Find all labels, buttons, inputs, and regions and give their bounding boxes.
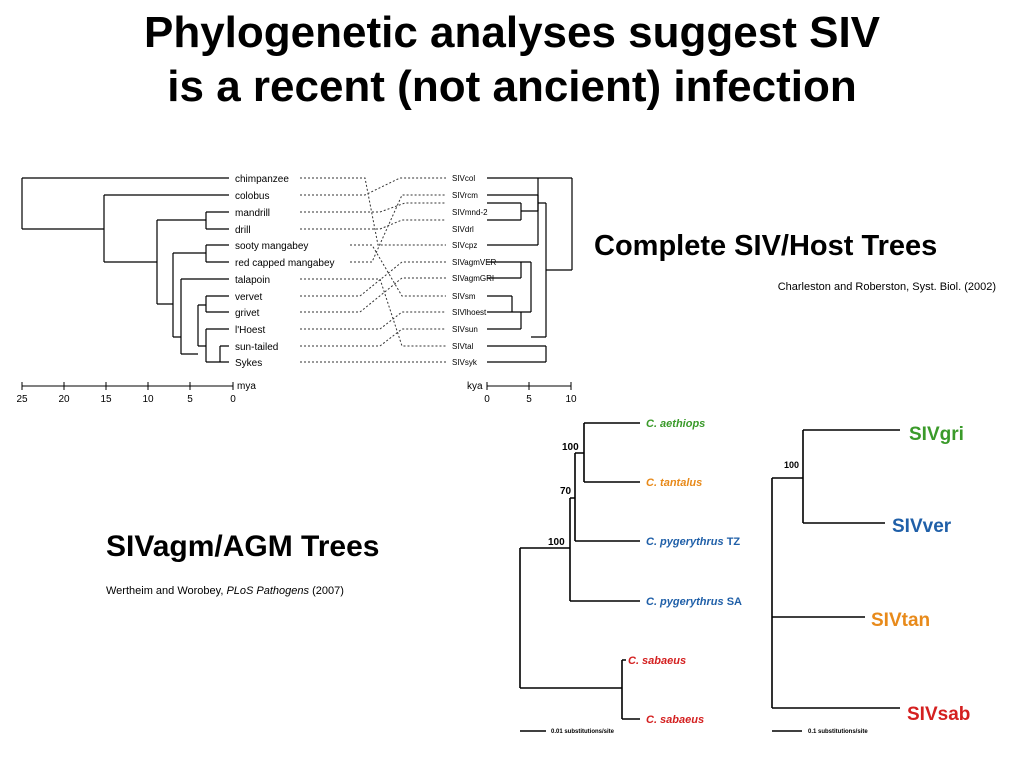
host-time-axis	[21, 382, 234, 390]
virus-label-4: SIVcpz	[452, 241, 477, 250]
agm-host-bootstrap-1: 70	[560, 486, 572, 497]
agm-host-3-suffix: SA	[724, 596, 742, 608]
agm-virus-1: SIVver	[892, 516, 952, 537]
host-label-8: grivet	[235, 308, 260, 319]
title-line-1: Phylogenetic analyses suggest SIV	[143, 8, 881, 57]
agm-host-3: C. pygerythrus SA	[646, 596, 742, 608]
virus-label-6: SIVagmGRI	[452, 274, 494, 283]
agm-host-4: C. sabaeus	[628, 655, 686, 667]
host-tree-citation: Charleston and Roberston, Syst. Biol. (2…	[777, 281, 996, 293]
virus-label-1: SIVrcm	[452, 191, 478, 200]
agm-host-0-genus: C. aethiops	[646, 418, 705, 430]
agm-host-1: C. tantalus	[646, 477, 702, 489]
host-label-2: mandrill	[235, 208, 270, 219]
host-tick-3: 10	[142, 394, 154, 405]
agm-host-1-genus: C. tantalus	[646, 477, 702, 489]
host-tick-5: 0	[230, 394, 236, 405]
virus-tree-branches	[487, 177, 573, 363]
host-label-4: sooty mangabey	[235, 241, 308, 252]
host-label-9: l'Hoest	[235, 325, 265, 336]
host-label-10: sun-tailed	[235, 342, 278, 353]
host-tick-1: 20	[58, 394, 70, 405]
title-line-2: is a recent (not ancient) infection	[167, 62, 857, 111]
agm-virus-0: SIVgri	[909, 424, 964, 445]
virus-time-axis	[486, 382, 572, 390]
agm-host-bootstrap-2: 100	[548, 537, 565, 548]
agm-virus-labels: SIVgri SIVver SIVtan SIVsab	[871, 424, 970, 725]
host-label-5: red capped mangabey	[235, 258, 335, 269]
host-tick-0: 25	[16, 394, 28, 405]
agm-virus-2: SIVtan	[871, 610, 930, 631]
virus-label-5: SIVagmVER	[452, 258, 497, 267]
host-tree-heading: Complete SIV/Host Trees	[594, 230, 938, 262]
agm-host-bootstrap-0: 100	[562, 442, 579, 453]
agm-host-2-suffix: TZ	[724, 536, 741, 548]
host-label-1: colobus	[235, 191, 269, 202]
virus-labels: SIVcol SIVrcm SIVmnd-2 SIVdrl SIVcpz SIV…	[452, 174, 497, 367]
host-axis-unit: mya	[237, 381, 256, 392]
virus-label-7: SIVsm	[452, 292, 476, 301]
agm-host-2-genus: C. pygerythrus	[646, 536, 724, 548]
agm-virus-bootstrap: 100	[784, 460, 799, 470]
virus-label-0: SIVcol	[452, 174, 475, 183]
host-label-7: vervet	[235, 292, 262, 303]
virus-label-2: SIVmnd-2	[452, 208, 488, 217]
host-label-3: drill	[235, 225, 251, 236]
virus-label-8: SIVlhoest	[452, 308, 487, 317]
agm-tree-heading: SIVagm/AGM Trees	[106, 530, 380, 563]
agm-host-tree-branches	[519, 422, 640, 720]
agm-virus-tree-branches	[771, 429, 900, 709]
agm-virus-3: SIVsab	[907, 704, 970, 725]
agm-citation-year: (2007)	[309, 585, 344, 597]
virus-label-3: SIVdrl	[452, 225, 474, 234]
agm-tree-citation: Wertheim and Worobey, PLoS Pathogens (20…	[106, 585, 344, 597]
agm-host-5: C. sabaeus	[646, 714, 704, 726]
agm-virus-scale-label: 0.1 substitutions/site	[808, 729, 868, 735]
host-tree-branches	[21, 177, 229, 363]
virus-tick-2: 10	[565, 394, 577, 405]
agm-host-4-genus: C. sabaeus	[628, 655, 686, 667]
slide-title: Phylogenetic analyses suggest SIV is a r…	[0, 6, 1024, 114]
host-labels: chimpanzee colobus mandrill drill sooty …	[235, 174, 335, 369]
virus-tick-1: 5	[526, 394, 532, 405]
agm-citation-journal: PLoS Pathogens	[226, 585, 310, 597]
host-label-0: chimpanzee	[235, 174, 289, 185]
virus-label-11: SIVsyk	[452, 358, 478, 367]
virus-axis-ticks: 0 5 10	[484, 394, 577, 405]
host-virus-links	[300, 177, 446, 363]
virus-label-10: SIVtal	[452, 342, 474, 351]
agm-host-labels: C. aethiops C. tantalus C. pygerythrus T…	[628, 418, 742, 726]
host-tick-4: 5	[187, 394, 193, 405]
virus-axis-unit: kya	[467, 381, 483, 392]
virus-label-9: SIVsun	[452, 325, 478, 334]
host-label-11: Sykes	[235, 358, 262, 369]
agm-host-5-genus: C. sabaeus	[646, 714, 704, 726]
host-tick-2: 15	[100, 394, 112, 405]
agm-host-2: C. pygerythrus TZ	[646, 536, 740, 548]
agm-host-0: C. aethiops	[646, 418, 705, 430]
agm-host-scale-label: 0.01 substitutions/site	[551, 729, 615, 735]
virus-tick-0: 0	[484, 394, 490, 405]
host-axis-ticks: 25 20 15 10 5 0	[16, 394, 236, 405]
host-label-6: talapoin	[235, 275, 270, 286]
agm-host-3-genus: C. pygerythrus	[646, 596, 724, 608]
agm-citation-authors: Wertheim and Worobey,	[106, 585, 227, 597]
